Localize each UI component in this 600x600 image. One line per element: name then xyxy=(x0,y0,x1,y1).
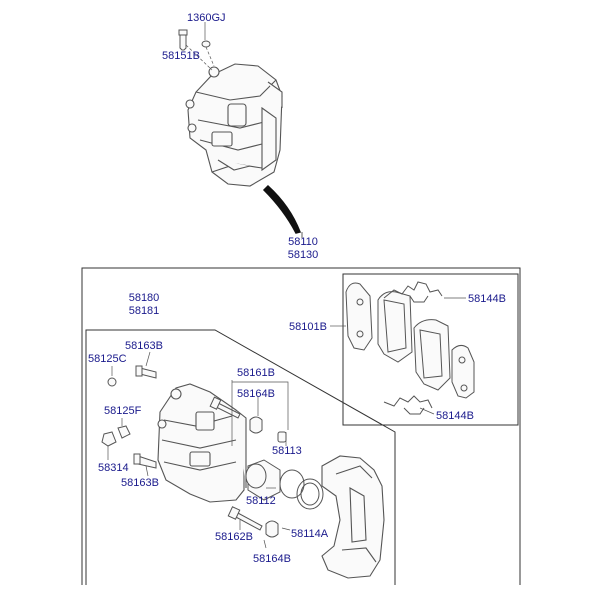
label-guide-bolt-upper[interactable]: 58163B xyxy=(125,340,163,352)
label-bleeder-cap[interactable]: 58125C xyxy=(88,353,127,365)
label-carrier[interactable]: 58114A xyxy=(291,528,329,540)
assembly-arrow xyxy=(262,184,302,234)
assembly-frame xyxy=(81,267,521,585)
boot-upper[interactable] xyxy=(249,416,263,434)
washer-top[interactable] xyxy=(201,40,211,48)
label-guide-pin-upper[interactable]: 58161B xyxy=(237,367,275,379)
label-pad-clip-top[interactable]: 58144B xyxy=(468,293,506,305)
label-caliper-body-line2: 58181 xyxy=(128,305,160,317)
pad-kit-drawing[interactable] xyxy=(345,282,475,399)
bolt-top[interactable] xyxy=(179,33,187,51)
label-bolt-top[interactable]: 58151B xyxy=(162,50,200,62)
label-boot-upper[interactable]: 58164B xyxy=(237,388,275,400)
label-guide-bolt-lower[interactable]: 58163B xyxy=(121,477,159,489)
label-piston-seal[interactable]: 58113 xyxy=(272,445,302,457)
label-boot-lower[interactable]: 58164B xyxy=(253,553,291,565)
label-caliper-body[interactable]: 58180 58181 xyxy=(122,292,166,318)
caliper-body-frame xyxy=(85,329,396,585)
boot-lower[interactable] xyxy=(265,520,279,538)
carrier-drawing[interactable] xyxy=(321,455,385,579)
label-pad-clip-bottom[interactable]: 58144B xyxy=(436,410,474,422)
caliper-assembly-drawing[interactable] xyxy=(185,63,283,187)
guide-bolt-lower[interactable] xyxy=(137,455,157,469)
pad-kit-frame xyxy=(342,273,519,426)
label-fitting[interactable]: 58314 xyxy=(98,462,129,474)
label-caliper-assembly-line2: 58130 xyxy=(287,249,319,261)
label-bolt-washer-top[interactable]: 1360GJ xyxy=(187,12,226,24)
label-caliper-assembly-line1: 58110 xyxy=(288,236,318,248)
bleeder-cap[interactable] xyxy=(107,377,117,387)
bleeder-screw[interactable] xyxy=(117,425,131,439)
label-pad-kit[interactable]: 58101B xyxy=(289,321,327,333)
label-bleeder-screw[interactable]: 58125F xyxy=(104,405,142,417)
label-caliper-assembly[interactable]: 58110 58130 xyxy=(283,236,323,262)
pad-clip-bottom[interactable] xyxy=(383,395,433,409)
fitting[interactable] xyxy=(101,431,117,447)
label-guide-pin-lower[interactable]: 58162B xyxy=(215,531,253,543)
guide-pin-lower[interactable] xyxy=(233,511,263,531)
label-caliper-body-line1: 58180 xyxy=(128,292,160,304)
piston-seal[interactable] xyxy=(279,469,305,499)
caliper-body-drawing[interactable] xyxy=(157,383,247,503)
label-piston[interactable]: 58112 xyxy=(246,495,276,507)
pad-clip-top[interactable] xyxy=(383,281,443,299)
